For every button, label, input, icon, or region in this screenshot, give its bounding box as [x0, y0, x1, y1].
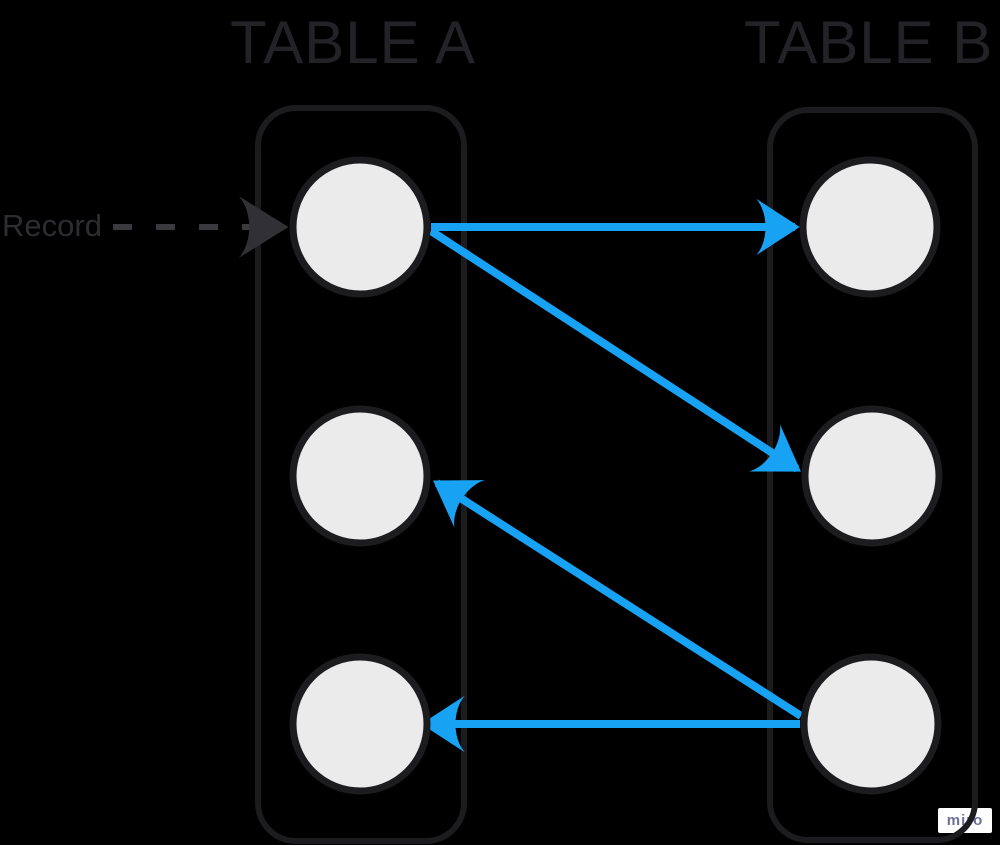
record-node-b1: [799, 156, 941, 298]
relation-arrow-b3-to-a2: [433, 479, 804, 720]
table-b-title: TABLE B: [744, 9, 994, 76]
relation-arrow-a1-to-b2: [428, 227, 801, 473]
record-label: Record: [2, 208, 102, 243]
record-node-b3: [800, 653, 942, 795]
record-node-a2: [289, 405, 431, 547]
miro-watermark: miro: [938, 808, 992, 833]
table-b-frame: [767, 107, 978, 843]
table-a-frame: [255, 105, 467, 844]
table-a-title: TABLE A: [230, 9, 477, 76]
miro-logo-text: miro: [946, 812, 984, 829]
record-node-b2: [801, 405, 943, 547]
record-node-a3: [289, 653, 431, 795]
record-node-a1: [289, 156, 431, 298]
